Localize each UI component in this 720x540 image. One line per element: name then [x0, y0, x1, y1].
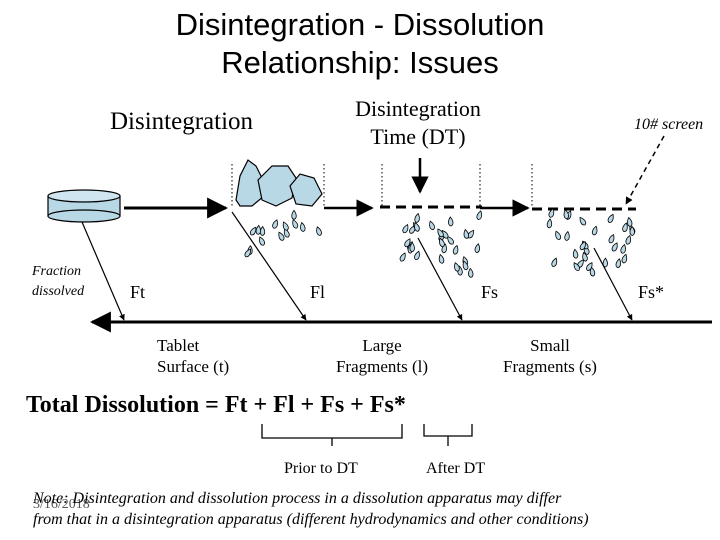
particle-icon	[602, 257, 608, 268]
slide-date: 3/16/2018	[33, 497, 90, 512]
particle-icon	[629, 225, 635, 236]
label-large-line1: Large	[362, 336, 402, 355]
tablet-icon	[47, 189, 121, 223]
particle-icon	[316, 226, 322, 236]
particle-icon	[283, 228, 290, 238]
particle-icon	[627, 216, 633, 227]
particle-icon	[259, 236, 265, 246]
equation-brackets	[261, 424, 473, 446]
particle-icon	[586, 262, 593, 271]
particle-icon	[462, 260, 469, 271]
particle-icon	[591, 225, 598, 236]
particle-icon	[474, 243, 480, 254]
dotted-guides	[231, 164, 533, 206]
particle-icon	[452, 244, 459, 255]
particle-icon	[414, 250, 420, 261]
particle-icon	[589, 266, 596, 277]
particle-icon	[292, 219, 299, 229]
particle-icon	[429, 220, 435, 231]
particle-icon	[625, 234, 632, 245]
large-fragments-icon	[235, 159, 323, 207]
note-line1: Note: Disintegration and dissolution pro…	[33, 490, 562, 507]
label-after-dt: After DT	[426, 460, 486, 477]
particle-icon	[438, 253, 445, 264]
particle-icon	[282, 221, 289, 231]
particle-icon	[439, 237, 445, 248]
particle-icon	[573, 262, 580, 271]
label-fs-star: Fs*	[638, 282, 665, 302]
particle-icon	[546, 218, 553, 229]
particles-group-2	[399, 210, 483, 278]
label-screen: 10# screen	[634, 116, 704, 133]
particle-icon	[300, 221, 306, 232]
particle-icon	[278, 231, 285, 241]
particle-icon	[611, 242, 618, 252]
particle-icon	[402, 223, 409, 234]
label-small-line2: Fragments (s)	[503, 357, 597, 376]
particle-icon	[555, 230, 562, 240]
particle-icon	[615, 258, 621, 269]
label-ft: Ft	[130, 282, 146, 302]
particle-icon	[399, 252, 406, 262]
particle-icon	[579, 216, 587, 226]
particle-icon	[468, 267, 474, 278]
particle-icon	[563, 209, 569, 220]
label-prior-to-dt: Prior to DT	[284, 460, 358, 477]
particle-icon	[620, 243, 626, 254]
particle-icon	[607, 213, 614, 223]
particle-icon	[621, 253, 628, 264]
particle-icon	[467, 229, 474, 239]
label-disintegration: Disintegration	[110, 108, 254, 135]
particles-group-1	[244, 209, 322, 258]
particle-icon	[622, 222, 628, 233]
label-fraction-line2: dissolved	[32, 284, 85, 299]
label-tablet-line2: Surface (t)	[157, 357, 230, 376]
particle-icon	[551, 257, 558, 267]
particle-icon	[579, 241, 586, 251]
particles-group-3	[546, 208, 636, 277]
label-tablet-line1: Tablet	[157, 336, 200, 355]
label-fraction-line1: Fraction	[32, 264, 81, 279]
particle-icon	[548, 208, 555, 218]
particle-icon	[608, 233, 615, 244]
particle-icon	[272, 219, 278, 229]
label-fs: Fs	[481, 282, 499, 302]
particle-icon	[404, 238, 411, 248]
particle-icon	[244, 248, 251, 258]
dissolution-arrows	[81, 211, 633, 321]
label-fl: Fl	[310, 282, 326, 302]
particle-icon	[448, 216, 454, 227]
particle-icon	[249, 226, 257, 236]
particle-icon	[454, 262, 460, 272]
particle-icon	[437, 228, 444, 238]
particle-icon	[463, 228, 470, 239]
particle-icon	[414, 222, 420, 232]
slide-title-line2: Relationship: Issues	[221, 45, 499, 80]
label-dt-line2: Time (DT)	[370, 124, 466, 149]
particle-icon	[447, 236, 454, 245]
particle-icon	[255, 224, 262, 235]
label-large-line2: Fragments (l)	[335, 357, 429, 376]
particle-icon	[564, 230, 570, 241]
particle-icon	[291, 209, 297, 220]
particle-icon	[414, 212, 420, 223]
particle-icon	[409, 242, 415, 253]
total-dissolution-equation: Total Dissolution = Ft + Fl + Fs + Fs*	[26, 392, 406, 418]
label-small-line1: Small	[530, 336, 570, 355]
particle-icon	[572, 248, 579, 259]
screen-pointer-arrow	[625, 135, 665, 205]
label-dt-line1: Disintegration	[355, 96, 481, 121]
particle-icon	[476, 210, 483, 220]
particle-icon	[582, 251, 588, 262]
slide-title-line1: Disintegration - Dissolution	[175, 7, 545, 42]
note-line2: from that in a disintegration apparatus …	[33, 511, 589, 528]
